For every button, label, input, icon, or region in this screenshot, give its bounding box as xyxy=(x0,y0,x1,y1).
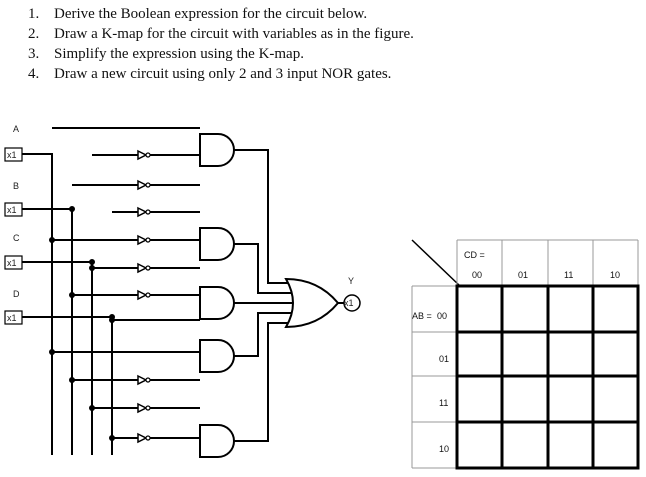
and-gate-2-icon xyxy=(199,227,235,261)
kmap-cells[interactable] xyxy=(455,284,640,470)
and-gate-3-icon xyxy=(199,286,235,320)
input-rails xyxy=(22,153,115,455)
not-gate-icon xyxy=(137,433,151,443)
not-gate-icon xyxy=(137,290,151,300)
and-gate-4-icon xyxy=(199,339,235,373)
kmap-col-label: 01 xyxy=(518,270,528,280)
kmap-row-label: 10 xyxy=(439,444,449,454)
and-gate-5-icon xyxy=(199,424,235,458)
output-y-name: Y xyxy=(348,276,354,286)
kmap-ab-label: AB = xyxy=(412,311,432,321)
not-gate-icon xyxy=(137,180,151,190)
kmap-cd-label: CD = xyxy=(464,250,485,260)
instruction-item: 3.Simplify the expression using the K-ma… xyxy=(28,46,304,62)
or-gate-icon xyxy=(284,277,340,329)
output-y[interactable]: x1 Y xyxy=(338,276,361,312)
output-y-value: x1 xyxy=(344,298,354,308)
input-c-name: C xyxy=(13,233,20,243)
input-b-value: x1 xyxy=(7,205,17,215)
inverters xyxy=(137,150,151,443)
not-gate-icon xyxy=(137,150,151,160)
and-gates xyxy=(199,133,235,458)
kmap-row-label: 01 xyxy=(439,354,449,364)
input-c[interactable]: C x1 xyxy=(4,233,23,270)
kmap-col-label: 11 xyxy=(564,270,573,280)
input-b[interactable]: B x1 xyxy=(4,181,23,217)
gate-outputs xyxy=(234,149,293,442)
kmap-row-label: 11 xyxy=(439,398,448,408)
input-a-name: A xyxy=(13,124,19,134)
input-d[interactable]: D x1 xyxy=(4,289,23,325)
not-gate-icon xyxy=(137,403,151,413)
kmap-row-label: 00 xyxy=(437,311,447,321)
input-a-value: x1 xyxy=(7,150,17,160)
input-c-value: x1 xyxy=(7,258,17,268)
input-b-name: B xyxy=(13,181,19,191)
not-gate-icon xyxy=(137,263,151,273)
not-gate-icon xyxy=(137,375,151,385)
input-d-value: x1 xyxy=(7,313,17,323)
input-a[interactable]: A x1 xyxy=(4,124,23,162)
input-d-name: D xyxy=(13,289,20,299)
branch-wires xyxy=(49,127,200,441)
kmap: CD = 00 01 11 10 AB = 00 01 11 10 xyxy=(411,239,640,470)
output-indicator xyxy=(343,294,361,312)
instruction-item: 4.Draw a new circuit using only 2 and 3 … xyxy=(28,66,392,82)
not-gate-icon xyxy=(137,207,151,217)
instruction-list: 1.Derive the Boolean expression for the … xyxy=(28,4,414,84)
and-gate-1-icon xyxy=(199,133,235,167)
instruction-item: 2.Draw a K-map for the circuit with vari… xyxy=(28,26,414,42)
not-gate-icon xyxy=(137,235,151,245)
instruction-item: 1.Derive the Boolean expression for the … xyxy=(28,6,368,22)
kmap-col-label: 00 xyxy=(472,270,482,280)
kmap-col-label: 10 xyxy=(610,270,620,280)
